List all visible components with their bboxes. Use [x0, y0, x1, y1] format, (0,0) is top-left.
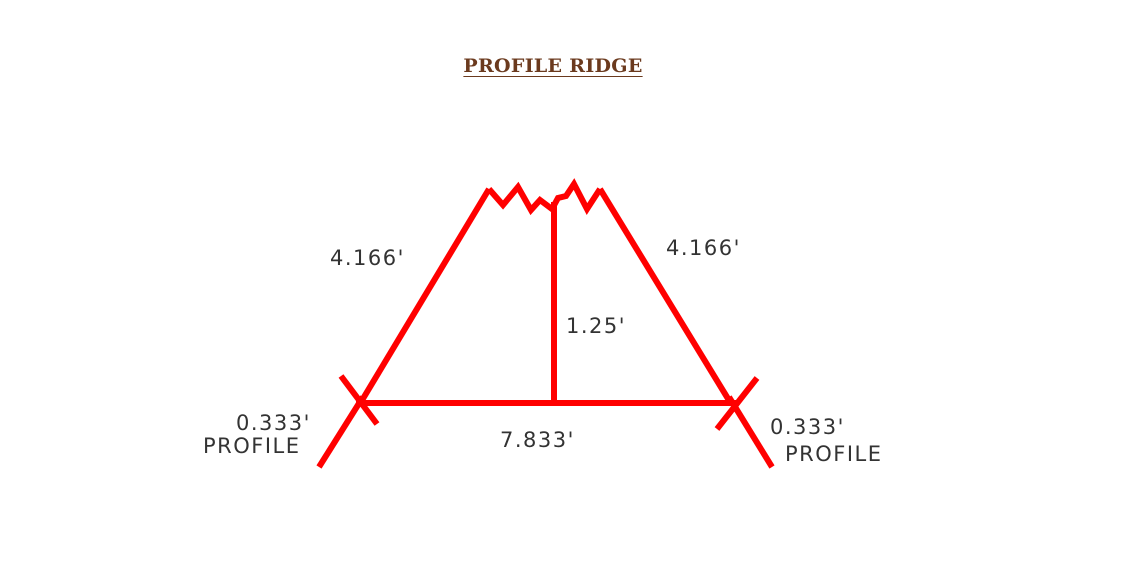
height-label: 1.25': [566, 314, 626, 338]
left-profile-stroke-long: [316, 395, 366, 469]
right-slope-label: 4.166': [666, 236, 741, 260]
left-profile-text-label: PROFILE: [203, 434, 301, 458]
right-slope-line: [597, 187, 733, 404]
base-label: 7.833': [500, 428, 575, 452]
left-profile-stroke-short: [338, 374, 380, 426]
right-profile-size-label: 0.333': [770, 415, 845, 439]
right-profile-text-label: PROFILE: [785, 442, 883, 466]
right-profile-stroke-short: [714, 376, 760, 431]
left-slope-line: [358, 187, 492, 404]
left-slope-label: 4.166': [330, 246, 405, 270]
page-title: PROFILE RIDGE: [463, 55, 643, 77]
left-profile-size-label: 0.333': [236, 411, 311, 435]
ridge-break-line: [486, 178, 603, 216]
